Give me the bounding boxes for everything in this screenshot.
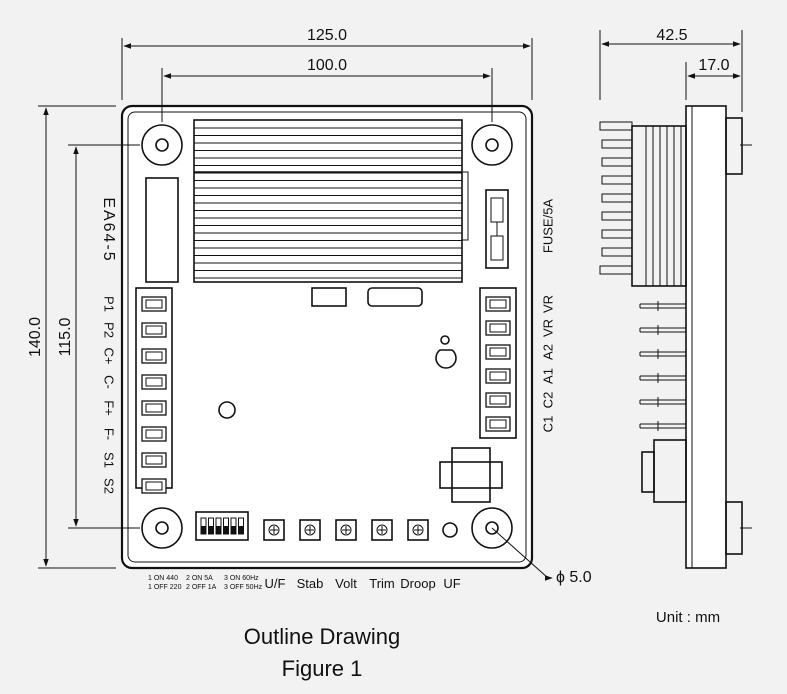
left-terminal-label: F- bbox=[102, 428, 117, 440]
dip-legend-line: 1 OFF 220 bbox=[148, 584, 182, 591]
adjuster-label: UF bbox=[443, 576, 460, 591]
component-block bbox=[145, 177, 179, 283]
dip-switch bbox=[195, 511, 249, 541]
right-terminal-labels: C1 C2 A1 A2 VR VR bbox=[540, 295, 555, 432]
overall-width-dimension: 125.0 bbox=[307, 27, 347, 44]
fuse-holder bbox=[485, 189, 509, 269]
mounting-hole-bottom-left bbox=[141, 507, 183, 549]
heatsink bbox=[193, 119, 469, 283]
overall-height-dimension: 140.0 bbox=[27, 317, 44, 357]
dip-legend-line: 3 ON 60Hz bbox=[224, 575, 259, 582]
adjuster-label: Stab bbox=[297, 576, 324, 591]
right-terminal-label: C2 bbox=[540, 392, 555, 409]
mounting-hole-top-right bbox=[471, 124, 513, 166]
model-label: EA64-5 bbox=[100, 197, 117, 262]
right-terminal-label: VR bbox=[540, 295, 555, 313]
right-terminal-label: A1 bbox=[540, 368, 555, 384]
dip-switch-legend: 1 ON 440 1 OFF 220 2 ON 5A 2 OFF 1A 3 ON 60H… bbox=[148, 575, 263, 591]
transformer-block bbox=[439, 447, 503, 503]
mounting-width-dimension: 100.0 bbox=[307, 57, 347, 74]
adjuster-label: Volt bbox=[335, 576, 357, 591]
dip-legend-line: 3 OFF 50Hz bbox=[224, 584, 263, 591]
left-terminal-strip bbox=[135, 287, 173, 494]
relay-part bbox=[311, 287, 347, 307]
uf-led bbox=[442, 522, 458, 538]
left-terminal-label: F+ bbox=[102, 400, 117, 416]
right-terminal-label: VR bbox=[540, 319, 555, 337]
left-terminal-label: P2 bbox=[102, 322, 117, 338]
adjuster-trimmers bbox=[263, 519, 429, 541]
side-dimension-lines bbox=[599, 30, 743, 112]
indicator-component bbox=[218, 335, 457, 419]
board-inner-outline bbox=[127, 111, 527, 563]
mounting-hole-top-left bbox=[141, 124, 183, 166]
depth-total-dimension: 42.5 bbox=[656, 27, 687, 44]
dip-legend-line: 2 ON 5A bbox=[186, 575, 213, 582]
side-view bbox=[599, 105, 752, 569]
capacitor-part bbox=[367, 287, 423, 307]
hole-diameter-dimension: ϕ 5.0 bbox=[556, 569, 592, 586]
dip-legend-line: 1 ON 440 bbox=[148, 575, 178, 582]
adjuster-labels: U/F Stab Volt Trim Droop UF bbox=[265, 576, 461, 591]
left-terminal-label: S1 bbox=[102, 452, 117, 468]
right-terminal-strip bbox=[479, 287, 517, 439]
left-terminal-label: S2 bbox=[102, 478, 117, 494]
dip-legend-line: 2 OFF 1A bbox=[186, 584, 217, 591]
adjuster-label: U/F bbox=[265, 576, 286, 591]
right-terminal-label: A2 bbox=[540, 344, 555, 360]
mounting-hole-bottom-right bbox=[471, 507, 513, 549]
right-terminal-label: C1 bbox=[540, 416, 555, 433]
depth-body-dimension: 17.0 bbox=[698, 57, 729, 74]
left-terminal-label: P1 bbox=[102, 296, 117, 312]
adjuster-label: Droop bbox=[400, 576, 435, 591]
unit-label: Unit : mm bbox=[656, 609, 720, 626]
caption-subtitle: Figure 1 bbox=[282, 656, 363, 681]
fuse-label: FUSE/5A bbox=[540, 199, 555, 254]
left-terminal-label: C+ bbox=[102, 348, 117, 365]
dimension-lines bbox=[38, 38, 553, 581]
mounting-height-dimension: 115.0 bbox=[57, 317, 74, 356]
left-terminal-label: C- bbox=[102, 375, 117, 389]
caption-title: Outline Drawing bbox=[244, 624, 401, 649]
adjuster-label: Trim bbox=[369, 576, 395, 591]
